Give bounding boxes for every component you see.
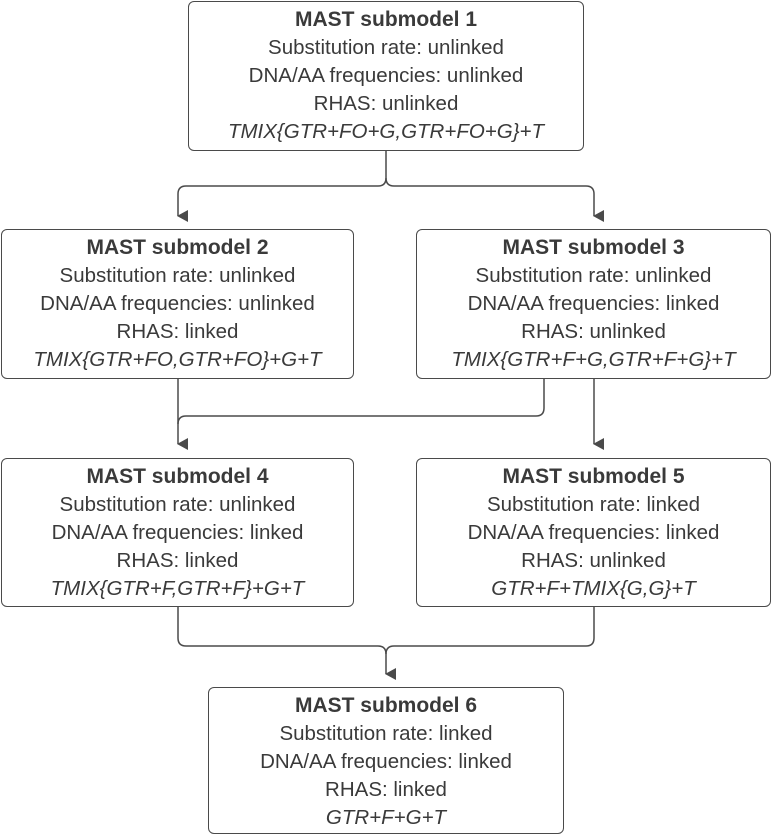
submodel-title: MAST submodel 5 xyxy=(502,465,685,488)
substitution-rate-label: Substitution rate: linked xyxy=(486,493,701,516)
submodel-3-box: MAST submodel 3 Substitution rate: unlin… xyxy=(416,229,771,379)
submodel-title: MAST submodel 1 xyxy=(294,8,478,31)
submodel-5-box: MAST submodel 5 Substitution rate: linke… xyxy=(416,458,771,607)
model-formula: GTR+F+G+T xyxy=(325,806,447,829)
rhas-label: RHAS: linked xyxy=(116,320,239,343)
model-formula: TMIX{GTR+F+G,GTR+F+G}+T xyxy=(451,348,736,371)
frequencies-label: DNA/AA frequencies: linked xyxy=(467,292,720,315)
substitution-rate-label: Substitution rate: unlinked xyxy=(59,493,296,516)
edge-4-to-6 xyxy=(177,607,396,680)
rhas-label: RHAS: unlinked xyxy=(521,320,666,343)
rhas-label: RHAS: unlinked xyxy=(521,549,666,572)
submodel-title: MAST submodel 6 xyxy=(294,694,478,717)
substitution-rate-label: Substitution rate: unlinked xyxy=(268,36,504,59)
submodel-4-box: MAST submodel 4 Substitution rate: unlin… xyxy=(1,458,354,607)
edge-1-to-3 xyxy=(385,177,604,222)
substitution-rate-label: Substitution rate: linked xyxy=(279,722,493,745)
submodel-1-box: MAST submodel 1 Substitution rate: unlin… xyxy=(188,1,584,151)
model-formula: TMIX{GTR+FO+G,GTR+FO+G}+T xyxy=(227,120,545,143)
frequencies-label: DNA/AA frequencies: unlinked xyxy=(248,64,524,87)
frequencies-label: DNA/AA frequencies: linked xyxy=(467,521,720,544)
submodel-2-box: MAST submodel 2 Substitution rate: unlin… xyxy=(1,229,354,379)
model-formula: TMIX{GTR+F,GTR+F}+G+T xyxy=(50,577,305,600)
model-formula: TMIX{GTR+FO,GTR+FO}+G+T xyxy=(33,348,322,371)
frequencies-label: DNA/AA frequencies: unlinked xyxy=(40,292,315,315)
substitution-rate-label: Substitution rate: unlinked xyxy=(475,264,712,287)
rhas-label: RHAS: linked xyxy=(325,778,447,801)
rhas-label: RHAS: unlinked xyxy=(313,92,459,115)
frequencies-label: DNA/AA frequencies: linked xyxy=(51,521,304,544)
model-formula: GTR+F+TMIX{G,G}+T xyxy=(491,577,696,600)
substitution-rate-label: Substitution rate: unlinked xyxy=(59,264,296,287)
rhas-label: RHAS: linked xyxy=(116,549,239,572)
edge-1-to-2-and-3 xyxy=(177,151,387,222)
submodel-title: MAST submodel 2 xyxy=(86,236,269,259)
submodel-title: MAST submodel 4 xyxy=(86,465,269,488)
edge-5-to-6 xyxy=(385,607,595,655)
submodel-title: MAST submodel 3 xyxy=(502,236,685,259)
frequencies-label: DNA/AA frequencies: linked xyxy=(260,750,512,773)
edge-3-to-4 xyxy=(177,379,545,425)
submodel-6-box: MAST submodel 6 Substitution rate: linke… xyxy=(208,687,564,834)
